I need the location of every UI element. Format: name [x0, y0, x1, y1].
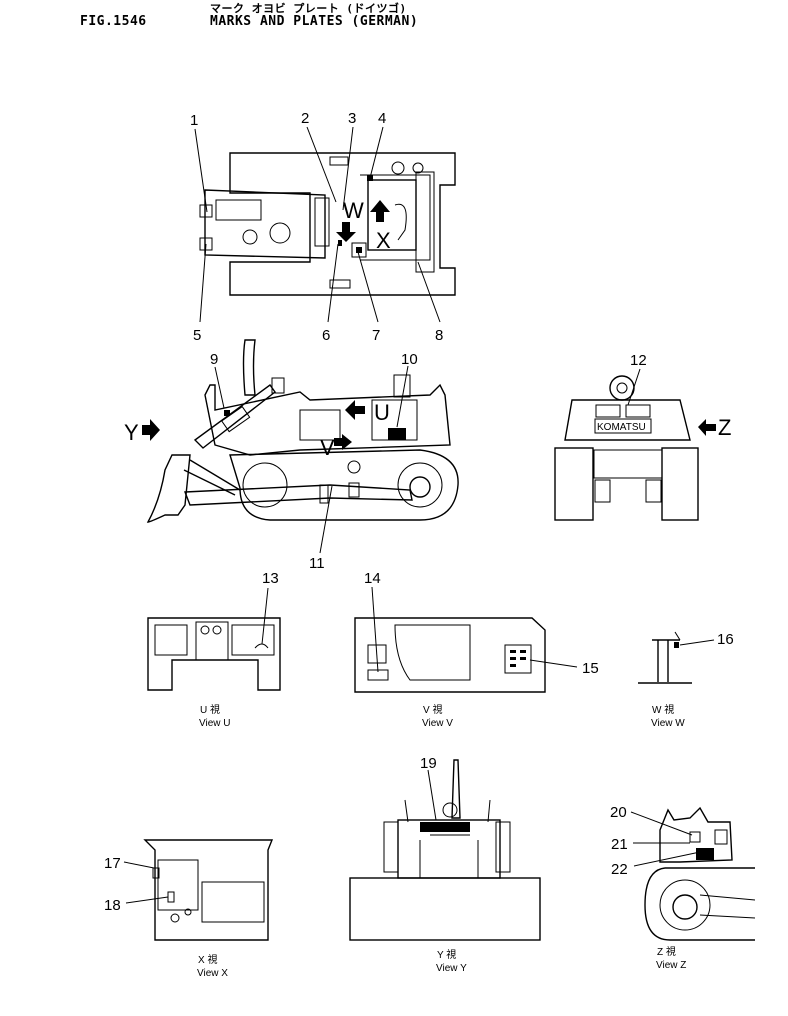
view-letter-x: X: [376, 228, 391, 253]
view-letter-w: W: [343, 198, 364, 223]
callout-18: 18: [104, 897, 121, 914]
callout-13: 13: [262, 570, 279, 587]
callout-22: 22: [611, 861, 628, 878]
view-w-caption-en: View W: [651, 718, 685, 729]
callout-19: 19: [420, 755, 437, 772]
fig-number: FIG.1546: [80, 14, 147, 29]
callout-5: 5: [193, 327, 201, 344]
side-view-drawing: [142, 339, 459, 554]
callout-6: 6: [322, 327, 330, 344]
top-view-drawing: [194, 126, 456, 323]
rear-view-drawing: KOMATSU: [554, 368, 716, 521]
callout-7: 7: [372, 327, 380, 344]
view-v-drawing: [354, 586, 578, 693]
callout-12: 12: [630, 352, 647, 369]
view-v-caption-en: View V: [422, 718, 453, 729]
callout-15: 15: [582, 660, 599, 677]
callout-1: 1: [190, 112, 198, 129]
rear-plate-text: KOMATSU: [597, 422, 646, 433]
callout-3: 3: [348, 110, 356, 127]
view-y-drawing: [349, 759, 541, 941]
view-y-caption-jp: Y 視: [437, 948, 456, 961]
view-u-caption-jp: U 視: [200, 703, 220, 716]
callout-14: 14: [364, 570, 381, 587]
callout-21: 21: [611, 836, 628, 853]
view-z-drawing: [630, 806, 756, 941]
title-english: MARKS AND PLATES (GERMAN): [210, 14, 419, 29]
callout-20: 20: [610, 804, 627, 821]
view-x-caption-en: View X: [197, 968, 228, 979]
callout-17: 17: [104, 855, 121, 872]
callout-4: 4: [378, 110, 386, 127]
callout-8: 8: [435, 327, 443, 344]
view-z-caption-jp: Z 視: [657, 945, 676, 958]
callout-11: 11: [309, 555, 325, 572]
view-x-caption-jp: X 視: [198, 953, 217, 966]
callout-10: 10: [401, 351, 418, 368]
view-w-caption-jp: W 視: [652, 703, 674, 716]
callout-9: 9: [210, 351, 218, 368]
view-w-drawing: [638, 631, 715, 684]
view-z-caption-en: View Z: [656, 960, 686, 971]
view-x-drawing: [123, 839, 274, 941]
view-letter-z: Z: [718, 415, 731, 440]
view-v-caption-jp: V 視: [423, 703, 442, 716]
view-u-caption-en: View U: [199, 718, 231, 729]
title-japanese: マーク オヨビ プレート (ドイツゴ): [210, 2, 407, 15]
callout-16: 16: [717, 631, 734, 648]
callout-2: 2: [301, 110, 309, 127]
view-letter-y: Y: [124, 420, 139, 445]
view-y-caption-en: View Y: [436, 963, 467, 974]
view-letter-v: V: [320, 435, 335, 460]
view-u-drawing: [147, 587, 281, 691]
view-letter-u: U: [374, 400, 390, 425]
